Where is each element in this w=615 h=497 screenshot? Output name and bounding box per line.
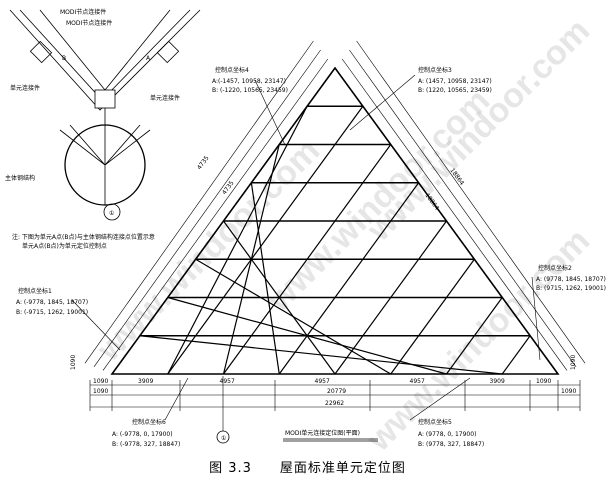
callout-b: B: (1220, 10565, 23459) bbox=[418, 87, 492, 94]
dimension-text: 3909 bbox=[138, 378, 153, 385]
callout-title: 控制点坐标5 bbox=[418, 418, 452, 426]
slope-dimension-text: 4735 bbox=[221, 180, 236, 197]
grid-member bbox=[223, 220, 336, 375]
detail-label: 单元连接件 bbox=[150, 94, 180, 102]
grid-member bbox=[501, 335, 531, 375]
slope-dimension bbox=[93, 49, 321, 367]
connector-right bbox=[156, 40, 180, 64]
grid-member bbox=[139, 335, 503, 375]
detail-note: 注: 下图为单元A点(B点)与主体钢结构连接点位置示意 bbox=[12, 233, 155, 241]
node-detail bbox=[9, 9, 201, 221]
callout-title: 控制点坐标2 bbox=[538, 264, 572, 272]
callout-title: 控制点坐标3 bbox=[418, 66, 452, 74]
grid-member bbox=[195, 258, 392, 375]
callout-a: A: (9778, 1845, 18707) bbox=[536, 276, 606, 283]
detail-label: MODI节点连接件 bbox=[60, 8, 106, 16]
callout-title: 控制点坐标1 bbox=[18, 287, 52, 295]
detail-label: MODI节点连接件 bbox=[66, 19, 112, 27]
slope-dimension bbox=[341, 58, 568, 371]
grid-member bbox=[390, 258, 475, 375]
grid-member bbox=[446, 297, 503, 375]
callout-b: B: (9715, 1262, 19001) bbox=[536, 285, 606, 292]
detail-tag bbox=[103, 203, 121, 221]
callout-title: 控制点坐标4 bbox=[215, 66, 249, 74]
callout-b: B: (-9715, 1262, 19001) bbox=[16, 309, 88, 316]
side-dimension-text: 1090 bbox=[570, 355, 577, 370]
leader-line bbox=[349, 74, 416, 131]
dimension-text: 4957 bbox=[410, 378, 425, 385]
leader-line bbox=[71, 299, 121, 351]
detail-tag-label: ① bbox=[109, 210, 114, 217]
figure-title: 屋面标准单元定位图 bbox=[279, 461, 406, 476]
connector-left bbox=[29, 40, 53, 64]
grid-member bbox=[167, 296, 447, 375]
detail-label: B bbox=[62, 55, 66, 62]
slope-dimension bbox=[349, 49, 577, 367]
side-dimension-text: 1090 bbox=[70, 355, 77, 370]
plan-title: MODI单元连接定位图(平面) bbox=[285, 429, 360, 437]
callout-a: A: (-9778, 1845, 18707) bbox=[16, 299, 88, 306]
callout-title: 控制点坐标6 bbox=[132, 418, 166, 426]
callout-a: A: (1457, 10958, 23147) bbox=[418, 78, 492, 85]
grid-member bbox=[167, 105, 364, 375]
slope-dimension bbox=[84, 40, 314, 364]
callout-b: B: (9778, 327, 18847) bbox=[418, 441, 484, 448]
detail-label: A bbox=[146, 55, 151, 62]
callout-a: A: (9778, 0, 17900) bbox=[418, 431, 476, 438]
dimension-text: 20779 bbox=[327, 388, 346, 395]
axis-tag: ① bbox=[221, 435, 226, 442]
dimension-text: 4957 bbox=[220, 378, 235, 385]
leader-line bbox=[409, 377, 471, 421]
slope-dimension-text: 18864 bbox=[423, 192, 440, 212]
slope-dimension-text: 18864 bbox=[448, 167, 465, 187]
callout-b: B: (-9778, 327, 18847) bbox=[112, 441, 180, 448]
dimension-text: 1090 bbox=[93, 388, 108, 395]
slope-dimension-text: 4735 bbox=[196, 155, 211, 172]
leader-line bbox=[531, 276, 541, 361]
dimension-text: 1090 bbox=[536, 378, 551, 385]
dimension-text: 1090 bbox=[93, 378, 108, 385]
detail-label: 单元连接件 bbox=[10, 84, 40, 92]
dimension-text: 22962 bbox=[325, 400, 344, 407]
detail-label: 主体钢结构 bbox=[5, 174, 35, 182]
callout-a: A:(-1457, 10958, 23147) bbox=[212, 78, 286, 85]
figure-number: 图 3.3 bbox=[209, 461, 252, 476]
grid-member bbox=[278, 182, 420, 375]
slope-dimension bbox=[102, 58, 329, 371]
leader-line bbox=[254, 79, 286, 146]
dimension-text: 4957 bbox=[315, 378, 330, 385]
dimension-text: 3909 bbox=[490, 378, 505, 385]
detail-note: 单元A点(B点)为单元定位控制点 bbox=[22, 242, 107, 250]
leader-line bbox=[164, 377, 189, 421]
dimension-text: 1090 bbox=[561, 388, 576, 395]
detail-radials bbox=[59, 100, 151, 205]
callout-b: B: (-1220, 10565, 23459) bbox=[212, 87, 288, 94]
figure-caption: 图 3.3 屋面标准单元定位图 bbox=[0, 461, 615, 477]
unit-connector bbox=[94, 89, 116, 109]
slope-dimension bbox=[356, 40, 586, 364]
callout-a: A: (-9778, 0, 17900) bbox=[112, 431, 173, 438]
